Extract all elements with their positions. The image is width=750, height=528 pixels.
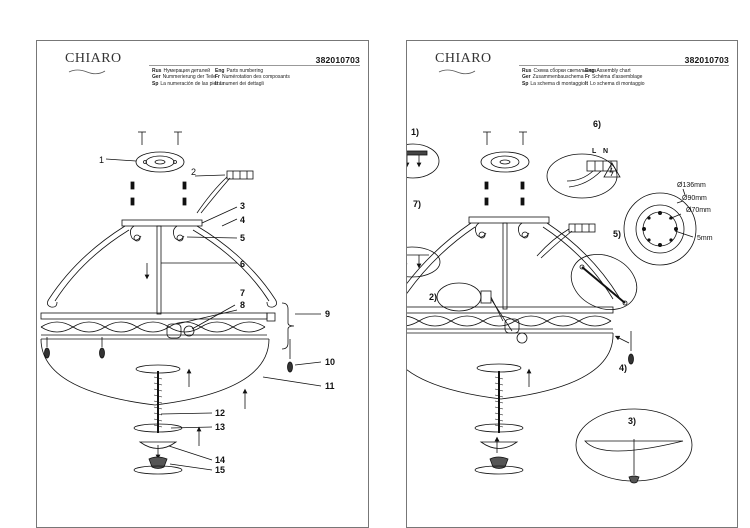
part-number: 11 xyxy=(325,381,335,391)
part-number: 13 xyxy=(215,422,225,432)
exploded-view-drawing: 1 2 3 4 5 6 7 8 9 10 11 12 13 14 15 xyxy=(40,131,335,475)
part-number: 2 xyxy=(191,167,196,177)
part-number: 12 xyxy=(215,408,225,418)
finial-cap xyxy=(138,441,178,449)
step-label: 4) xyxy=(619,363,627,373)
part-number: 3 xyxy=(240,201,245,211)
decorative-ring xyxy=(40,312,268,320)
electric-warning-icon xyxy=(603,162,621,178)
part-number: 1 xyxy=(99,155,104,165)
model-code: 382010703 xyxy=(684,55,729,65)
center-rod xyxy=(156,225,162,315)
screw-icon xyxy=(138,131,146,145)
assembly-drawing: 1) 2) 3) 4) 5) 6) 7) L N Ø136mm Ø90mm Ø7… xyxy=(407,119,713,484)
brand-logo: CHIARO xyxy=(65,51,122,66)
dimension-label: 5mm xyxy=(697,235,713,242)
brand-swash-icon xyxy=(68,69,106,75)
screw-icon xyxy=(174,131,182,145)
terminal-label: N xyxy=(603,148,608,155)
step-label: 2) xyxy=(429,292,437,302)
dimension-label: Ø70mm xyxy=(686,207,711,214)
part-number: 8 xyxy=(240,300,245,310)
part-number: 15 xyxy=(215,465,225,475)
glass-bowl xyxy=(40,338,270,406)
brand-logo: CHIARO xyxy=(435,51,492,66)
part-number: 14 xyxy=(215,455,225,465)
step-label: 1) xyxy=(411,127,419,137)
part-number: 7 xyxy=(240,288,245,298)
part-number: 9 xyxy=(325,309,330,319)
canopy-bar xyxy=(121,219,203,227)
plate-dimension-diagram xyxy=(623,192,697,266)
detail-callout-1 xyxy=(407,143,440,179)
terminal-label: L xyxy=(592,148,597,155)
model-code: 382010703 xyxy=(315,55,360,65)
header-divider xyxy=(519,65,729,66)
part-number: 4 xyxy=(240,215,245,225)
step-label: 5) xyxy=(613,229,621,239)
part-number: 6 xyxy=(240,259,245,269)
detail-callout-5 xyxy=(570,254,638,310)
detail-callout-6 xyxy=(546,153,618,199)
step-label: 7) xyxy=(413,199,421,209)
dimension-label: Ø136mm xyxy=(677,182,706,189)
header-divider xyxy=(149,65,360,66)
part-number: 10 xyxy=(325,357,335,367)
mounting-plate xyxy=(135,151,185,173)
part-number: 5 xyxy=(240,233,245,243)
step-label: 3) xyxy=(628,416,636,426)
step-label: 6) xyxy=(593,119,601,129)
dimension-label: Ø90mm xyxy=(682,195,707,202)
brand-swash-icon xyxy=(438,69,476,75)
